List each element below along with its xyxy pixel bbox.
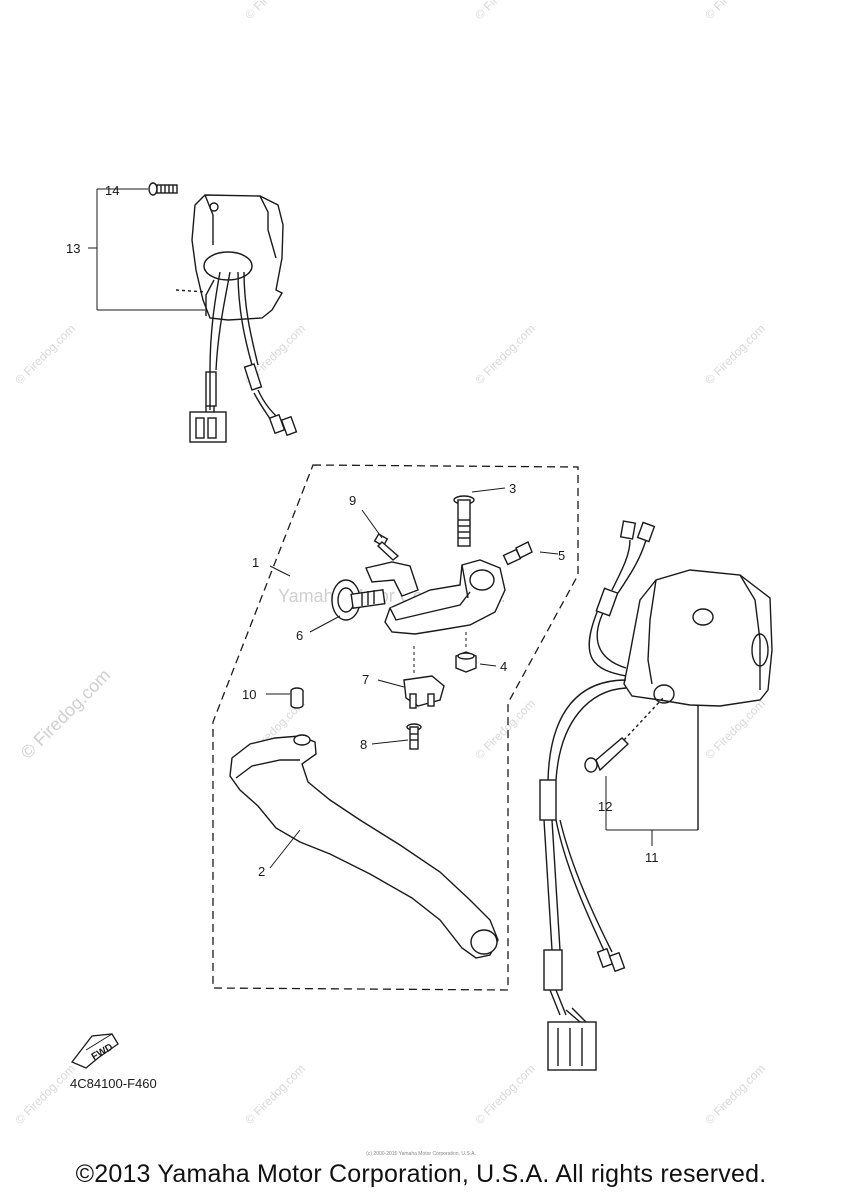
forward-arrow: FWD: [70, 1033, 119, 1069]
lever-bracket-parts: [229, 495, 533, 959]
watermark: © Firedog.com: [472, 696, 538, 762]
watermark: © Firedog.com: [472, 321, 538, 387]
leader-lines-11-12: [605, 776, 698, 846]
watermark: © Firedog.com: [702, 321, 768, 387]
watermark: © Firedog.com: [472, 0, 538, 22]
leader-lines-13-14: [88, 188, 205, 311]
switch-7: [403, 675, 445, 709]
callout-13: 13: [66, 241, 80, 256]
brake-lever-2: [229, 735, 499, 959]
screw-9: [373, 533, 400, 561]
collar-10: [290, 687, 304, 709]
nut-4: [455, 651, 477, 673]
tiny-copyright-note: (c) 2000-2015 Yamaha Motor Corporation, …: [366, 1151, 476, 1157]
watermark: © Firedog.com: [12, 1061, 78, 1127]
watermark: © Firedog.com: [12, 321, 78, 387]
callout-7: 7: [362, 672, 369, 687]
callout-5: 5: [558, 548, 565, 563]
leader-lines-lever: [266, 487, 559, 869]
callout-12: 12: [598, 799, 612, 814]
bolt-3: [453, 495, 475, 547]
screw-8: [406, 723, 422, 750]
callout-labels: 14 13 3 9 5 1 6 4 7 10 8 12 11 2: [66, 183, 659, 879]
watermark: © Firedog.com: [242, 1061, 308, 1127]
watermark: © Firedog.com: [242, 0, 308, 22]
callout-14: 14: [105, 183, 119, 198]
screw-12: [584, 737, 630, 773]
callout-6: 6: [296, 628, 303, 643]
right-handlebar-switch-assembly: [539, 520, 773, 1071]
callout-10: 10: [242, 687, 256, 702]
screw-5: [502, 541, 533, 566]
callout-4: 4: [500, 659, 507, 674]
switch-housing-right: [623, 569, 773, 707]
callout-9: 9: [349, 493, 356, 508]
watermark: © Firedog.com: [702, 1061, 768, 1127]
watermark: © Firedog.com: [17, 665, 115, 763]
diagram-code: 4C84100-F460: [70, 1076, 157, 1091]
screw-14: [148, 182, 178, 196]
callout-2: 2: [258, 864, 265, 879]
adjuster-knob-6: [331, 579, 386, 621]
callout-11: 11: [645, 850, 659, 865]
callout-1: 1: [252, 555, 259, 570]
callout-8: 8: [360, 737, 367, 752]
watermark: © Firedog.com: [472, 1061, 538, 1127]
left-handlebar-switch-assembly: [148, 182, 298, 443]
callout-3: 3: [509, 481, 516, 496]
watermark: © Firedog.com: [702, 0, 768, 22]
copyright-footer: ©2013 Yamaha Motor Corporation, U.S.A. A…: [75, 1160, 767, 1188]
